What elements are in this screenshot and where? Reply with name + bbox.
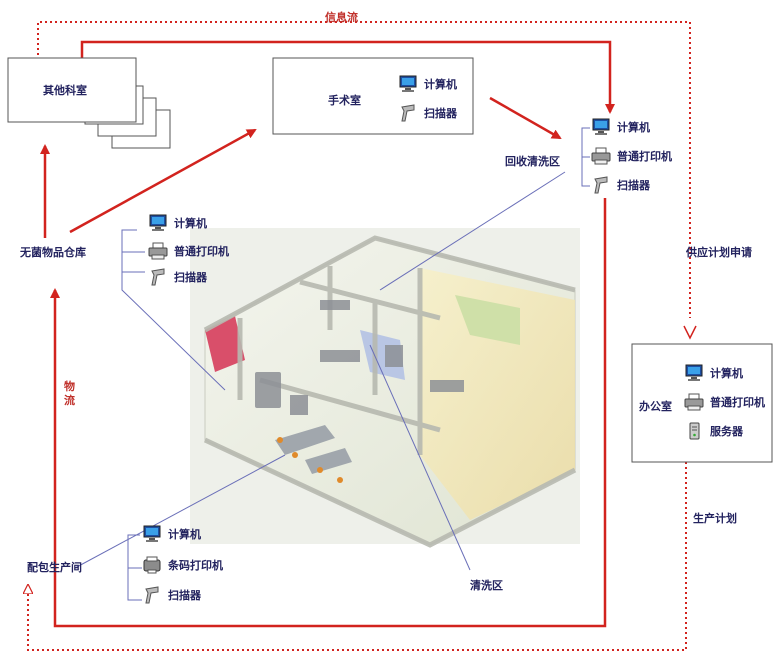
other-depts-stack	[7, 57, 171, 149]
recycle-printer: 普通打印机	[591, 147, 672, 165]
info-flow-path	[28, 21, 691, 651]
printer-icon	[591, 147, 611, 165]
scanner-icon	[594, 176, 608, 194]
info-flow-arrowhead-office	[683, 325, 697, 340]
recycle-scanner: 扫描器	[591, 176, 650, 194]
device-label: 计算机	[710, 366, 743, 380]
device-label: 计算机	[168, 527, 201, 541]
device-label: 扫描器	[168, 588, 201, 602]
other-depts-label: 其他科室	[43, 84, 87, 97]
barcode-printer-icon	[143, 556, 161, 574]
printer-icon	[148, 242, 168, 260]
device-label: 条码打印机	[168, 558, 223, 572]
scanner-icon	[145, 586, 159, 604]
device-label: 计算机	[617, 120, 650, 134]
computer-icon	[143, 525, 161, 542]
surgery-computer: 计算机	[398, 75, 457, 93]
office-label: 办公室	[639, 400, 672, 413]
material-flow-label: 物流	[64, 380, 75, 407]
scanner-icon	[401, 104, 415, 122]
device-label: 普通打印机	[710, 395, 765, 409]
surgery-scanner: 扫描器	[398, 104, 457, 122]
device-label: 扫描器	[174, 270, 207, 284]
device-label: 计算机	[424, 77, 457, 91]
device-label: 服务器	[710, 424, 743, 438]
device-label: 普通打印机	[617, 149, 672, 163]
supply-request-label: 供应计划申请	[686, 246, 752, 259]
floor-plan-illustration	[190, 228, 580, 548]
scanner-icon	[151, 268, 165, 286]
packing-computer: 计算机	[142, 525, 201, 543]
material-flow-path	[40, 40, 615, 628]
production-plan-label: 生产计划	[693, 512, 737, 525]
office-server: 服务器	[684, 422, 743, 440]
surgery-room-label: 手术室	[328, 94, 361, 107]
packing-barcode-printer: 条码打印机	[142, 556, 223, 574]
printer-icon	[684, 393, 704, 411]
computer-icon	[592, 118, 610, 135]
server-icon	[689, 422, 700, 440]
warehouse-printer: 普通打印机	[148, 242, 229, 260]
recycle-area-label: 回收清洗区	[505, 155, 560, 168]
warehouse-computer: 计算机	[148, 214, 207, 232]
computer-icon	[685, 364, 703, 381]
packing-scanner: 扫描器	[142, 586, 201, 604]
warehouse-scanner: 扫描器	[148, 268, 207, 286]
surgery-room-box	[272, 57, 474, 135]
device-label: 扫描器	[424, 106, 457, 120]
device-label: 计算机	[174, 216, 207, 230]
cleaning-zone-label: 清洗区	[470, 579, 503, 592]
info-flow-label: 信息流	[325, 11, 358, 24]
computer-icon	[149, 214, 167, 231]
sterile-warehouse-label: 无菌物品仓库	[20, 246, 86, 259]
packing-room-label: 配包生产间	[27, 561, 82, 574]
device-label: 普通打印机	[174, 244, 229, 258]
device-label: 扫描器	[617, 178, 650, 192]
computer-icon	[399, 75, 417, 92]
recycle-computer: 计算机	[591, 118, 650, 136]
office-computer: 计算机	[684, 364, 743, 382]
office-printer: 普通打印机	[684, 393, 765, 411]
